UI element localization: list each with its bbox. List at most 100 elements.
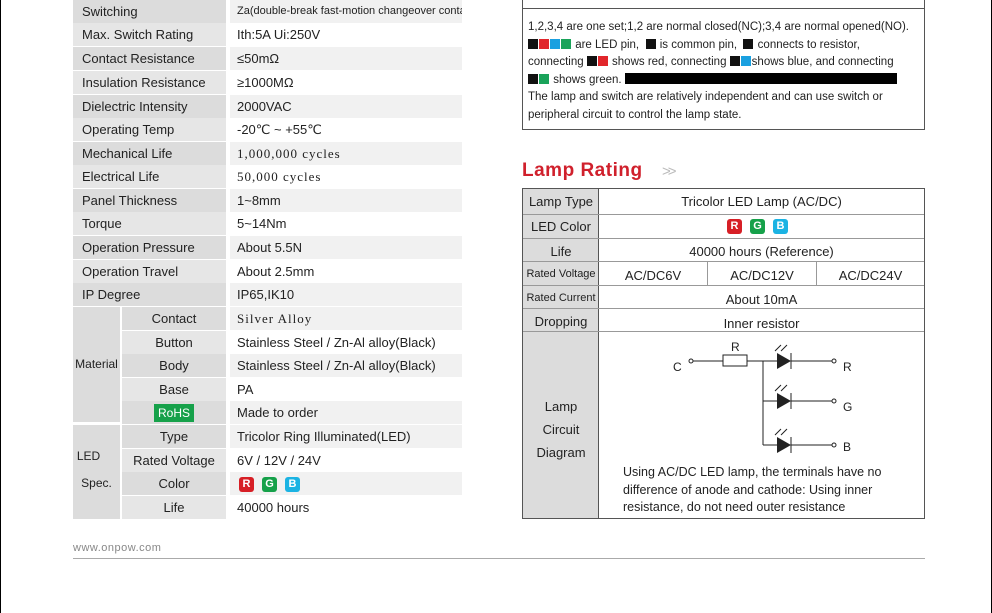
spec-label: Body [122,354,226,377]
spec-label: Insulation Resistance [73,71,226,94]
spec-label: Operation Travel [73,260,226,283]
color-badge-blue: B [773,219,788,235]
spec-row-operation-pressure: Operation Pressure About 5.5N [73,236,462,259]
spec-label: Dielectric Intensity [73,95,226,118]
spec-row-mechanical-life: Mechanical Life 1,000,000 cycles [73,142,462,165]
life-label: Life [550,244,572,259]
spec-row-operation-travel: Operation Travel About 2.5mm [73,260,462,283]
double-chevron-icon: >> [662,163,676,180]
spec-label: Max. Switch Rating [73,23,226,46]
spec-row-insulation-resistance: Insulation Resistance ≥1000MΩ [73,71,462,94]
lamp-type-label: Lamp Type [528,194,594,209]
rated-voltage-24v: AC/DC24V [838,268,903,283]
spec-value: 50,000 cycles [230,165,462,188]
left-frame-border [0,0,1,613]
spec-row-led-type: Type Tricolor Ring Illuminated(LED) [73,425,462,448]
spec-row-led-life: Life 40000 hours [73,496,462,519]
spec-label: Operating Temp [73,118,226,141]
spec-row-contact-resistance: Contact Resistance ≤50mΩ [73,47,462,70]
spec-row-switching: Switching Za(double-break fast-motion ch… [73,0,462,23]
spec-value: Stainless Steel / Zn-Al alloy(Black) [230,354,462,377]
spec-row-panel-thickness: Panel Thickness 1~8mm [73,189,462,212]
spec-value: About 2.5mm [230,260,462,283]
spec-label: Contact [122,307,226,330]
spec-row-max-switch-rating: Max. Switch Rating Ith:5A Ui:250V [73,23,462,46]
spec-value: 1,000,000 cycles [230,142,462,165]
spec-value: PA [230,378,462,401]
rated-voltage-6v: AC/DC6V [624,268,682,283]
spec-value: 1~8mm [230,189,462,212]
spec-row-led-rated-voltage: Rated Voltage 6V / 12V / 24V [73,449,462,472]
spec-label: Mechanical Life [73,142,226,165]
spec-label: Base [122,378,226,401]
footer-url: www.onpow.com [73,542,162,554]
spec-label: Contact Resistance [73,47,226,70]
rohs-badge: RoHS [153,404,194,422]
circuit-label-r: R [843,360,852,374]
circuit-description: Using AC/DC LED lamp, the terminals have… [623,465,882,514]
spec-label: Button [122,331,226,354]
spec-label: Color [122,472,226,495]
spec-label: Torque [73,212,226,235]
spec-row-base: Base PA [73,378,462,401]
redacted-text [624,72,897,84]
spec-value: About 5.5N [230,236,462,259]
spec-value: 2000VAC [230,95,462,118]
spec-value: Ith:5A Ui:250V [230,23,462,46]
spec-row-torque: Torque 5~14Nm [73,212,462,235]
spec-value: Silver Alloy [230,307,462,330]
spec-value: 5~14Nm [230,212,462,235]
spec-value: ≤50mΩ [230,47,462,70]
footer-divider [73,558,925,559]
color-badge-green: G [750,219,765,235]
spec-row-ip-degree: IP Degree IP65,IK10 [73,283,462,306]
pin-note-text: 1,2,3,4 are one set;1,2 are normal close… [528,21,909,121]
lamp-type-value: Tricolor LED Lamp (AC/DC) [681,194,842,209]
rated-current-label: Rated Current [526,292,596,304]
spec-label: IP Degree [73,283,226,306]
spec-label: Operation Pressure [73,236,226,259]
color-badge-red: R [727,219,742,235]
spec-label: RoHS [122,401,226,424]
spec-row-body: Body Stainless Steel / Zn-Al alloy(Black… [73,354,462,377]
lamp-rating-title: Lamp Rating [522,160,643,181]
spec-label: Electrical Life [73,165,226,188]
spec-label: Rated Voltage [122,449,226,472]
color-badge-green: G [262,477,277,493]
spec-value: ≥1000MΩ [230,71,462,94]
spec-row-dielectric-intensity: Dielectric Intensity 2000VAC [73,95,462,118]
dropping-value: Inner resistor [723,316,800,331]
spec-value: -20℃ ~ +55℃ [230,118,462,141]
spec-row-electrical-life: Electrical Life 50,000 cycles [73,165,462,188]
spec-row-rohs: RoHS Made to order [73,401,462,424]
rated-voltage-label: Rated Voltage [526,268,596,280]
circuit-label-c: C [673,360,682,374]
color-badge-blue: B [285,477,300,493]
spec-label: Type [122,425,226,448]
dropping-label: Dropping [534,314,588,329]
spec-value: Tricolor Ring Illuminated(LED) [230,425,462,448]
circuit-diagram-label: Lamp Circuit Diagram [536,399,586,460]
circuit-diagram: C R R G B [673,340,852,454]
rated-voltage-12v: AC/DC12V [730,268,794,283]
spec-label: Switching [73,0,226,23]
spec-value: Made to order [230,401,462,424]
circuit-label-resistor: R [731,340,740,354]
circuit-label-g: G [843,400,852,414]
spec-value: Stainless Steel / Zn-Al alloy(Black) [230,331,462,354]
pin-note-box: 1,2,3,4 are one set;1,2 are normal close… [522,0,925,130]
spec-row-button: Button Stainless Steel / Zn-Al alloy(Bla… [73,331,462,354]
spec-row-operating-temp: Operating Temp -20℃ ~ +55℃ [73,118,462,141]
rated-current-value: About 10mA [725,292,798,307]
spec-label: Panel Thickness [73,189,226,212]
spec-value: 6V / 12V / 24V [230,449,462,472]
led-color-label: LED Color [531,219,591,234]
spec-value: IP65,IK10 [230,283,462,306]
color-badge-red: R [239,477,254,493]
material-group-label: Material [73,307,120,422]
lamp-rating-table: Lamp Type Tricolor LED Lamp (AC/DC) LED … [522,188,925,519]
circuit-label-b: B [843,440,851,454]
